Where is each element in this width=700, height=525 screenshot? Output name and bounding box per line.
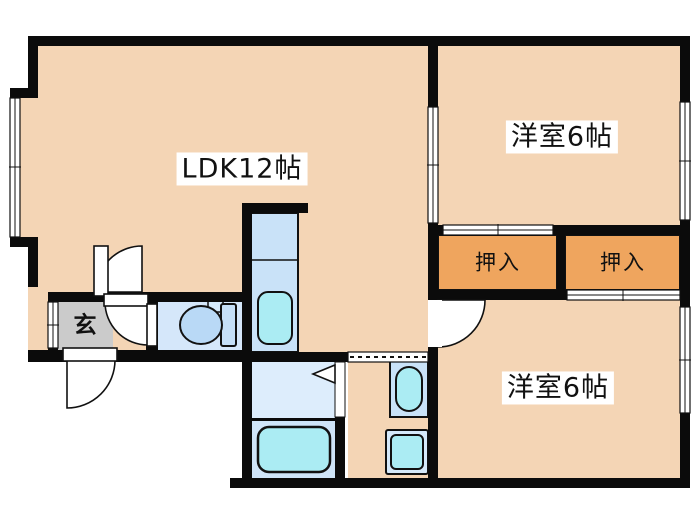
- sliding-door-closet-right-bottom: [566, 289, 681, 301]
- label-western-room-bottom: 洋室6帖: [501, 371, 615, 405]
- wall-closet-bottom: [428, 290, 690, 300]
- kitchen-sink: [257, 291, 293, 345]
- wall-closet-divider: [557, 235, 565, 290]
- window-right-bottom-room: [679, 306, 691, 414]
- toilet-door: [146, 303, 158, 347]
- bay-window-left: [9, 97, 21, 238]
- hinged-door-hall: [103, 293, 149, 346]
- wall-ldk-room-lower: [428, 223, 438, 290]
- wall-bottom-left: [28, 350, 252, 362]
- bathtub: [256, 425, 332, 474]
- wall-hall-right: [428, 347, 438, 478]
- wash-basin: [389, 360, 429, 418]
- washing-machine-pan: [385, 429, 429, 475]
- label-ldk: LDK12帖: [176, 152, 308, 186]
- wall-bottom: [230, 478, 690, 488]
- floors: [18, 46, 681, 478]
- wall-right: [680, 36, 690, 488]
- label-entrance: 玄: [73, 312, 97, 339]
- label-closet-left: 押入: [475, 250, 521, 275]
- doors: [62, 245, 486, 418]
- entrance-side-window: [47, 301, 59, 349]
- wall-bath-right: [335, 417, 345, 478]
- wall-washroom-bath-divider: [252, 418, 335, 421]
- bath-folding-door: [310, 361, 346, 418]
- partition-window-ldk: [427, 106, 439, 224]
- wall-washroom-top: [242, 352, 348, 362]
- wall-closet-top: [428, 225, 690, 235]
- label-closet-right: 押入: [600, 250, 646, 275]
- bay-wall-bottom: [10, 237, 38, 247]
- wall-bath-left: [242, 362, 252, 488]
- bay-floor: [18, 92, 40, 243]
- sliding-door-closet-left-top: [442, 224, 554, 236]
- hinged-door-bottom-room: [430, 299, 486, 348]
- wall-top: [28, 36, 690, 46]
- windows: [9, 97, 691, 414]
- wall-left-upper: [28, 36, 38, 92]
- bay-wall-top: [10, 88, 38, 98]
- genkan-floor: [58, 302, 113, 352]
- entrance-door: [62, 347, 118, 409]
- wall-kitchen: [242, 203, 252, 362]
- kitchen-counter: [249, 212, 299, 353]
- window-right-top-room: [679, 101, 691, 221]
- accordion-door-hallway: [347, 351, 429, 363]
- label-western-room-top: 洋室6帖: [505, 120, 619, 154]
- toilet: [179, 299, 237, 347]
- wall-kitchen-cap: [242, 203, 308, 213]
- wall-ldk-room-upper: [428, 36, 438, 107]
- hinged-door-ldk: [93, 245, 143, 297]
- wall-left-mid: [28, 247, 38, 287]
- porch-strip: [28, 285, 48, 355]
